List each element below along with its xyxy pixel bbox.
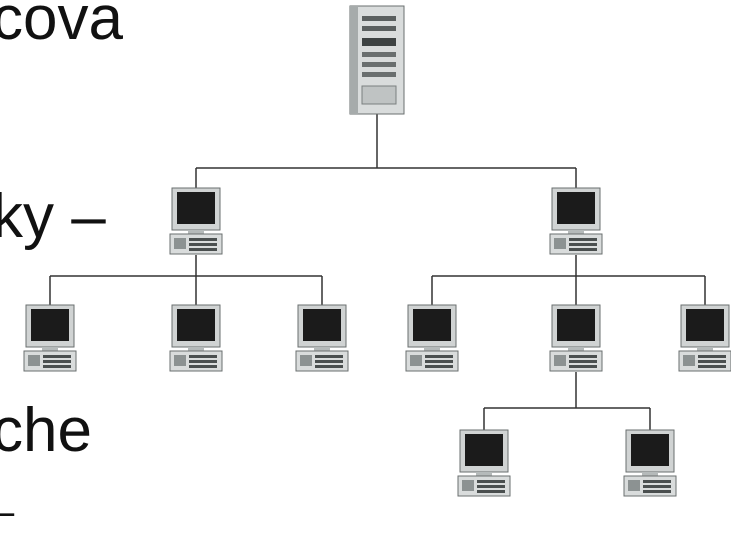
slide-text-line-1: cova: [0, 0, 123, 53]
network-tree-diagram: [23, 5, 731, 497]
slide-text-line-2: ky –: [0, 182, 106, 251]
desktop-computer-icon: [457, 429, 511, 497]
desktop-computer-icon: [169, 304, 223, 372]
desktop-computer-icon: [623, 429, 677, 497]
desktop-computer-icon: [549, 304, 603, 372]
desktop-computer-icon: [405, 304, 459, 372]
slide-text-line-4: –: [0, 492, 14, 532]
tower-server-icon: [349, 5, 405, 115]
desktop-computer-icon: [23, 304, 77, 372]
connector-lines: [49, 114, 706, 430]
desktop-computer-icon: [678, 304, 731, 372]
desktop-computer-icon: [295, 304, 349, 372]
desktop-computer-icon: [169, 187, 223, 255]
desktop-computer-icon: [549, 187, 603, 255]
slide-text-line-3: che: [0, 396, 92, 465]
